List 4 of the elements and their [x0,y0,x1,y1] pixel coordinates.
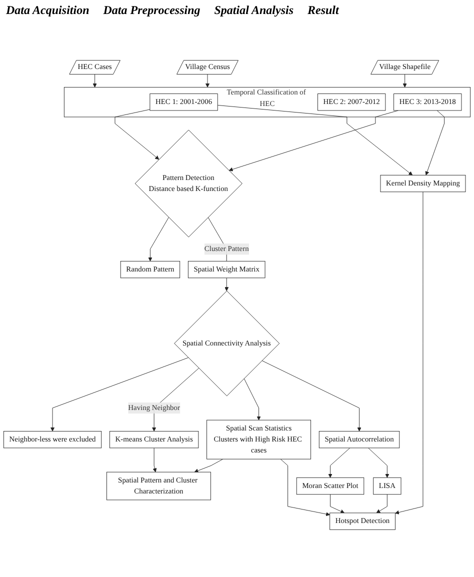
section-heading: Data Preprocessing [103,3,200,18]
section-heading: Data Acquisition [6,3,90,18]
section-heading: Result [308,3,339,18]
section-heading: Spatial Analysis [214,3,294,18]
